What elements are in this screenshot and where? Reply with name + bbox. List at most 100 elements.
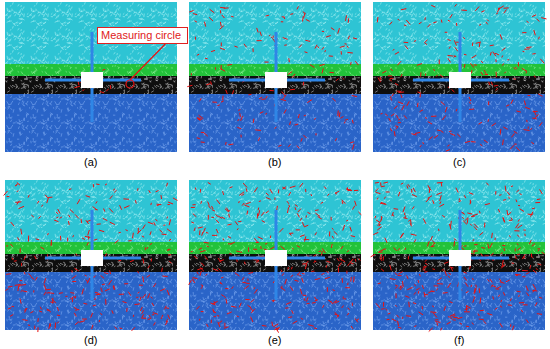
crack-segment [238,221,241,222]
crack-segment [221,42,222,46]
crack-segment [315,133,316,135]
crack-segment [227,312,232,314]
crack-segment [211,217,214,218]
crack-segment [398,122,401,123]
crack-segment [266,113,267,115]
crack-segment [459,201,461,202]
crack-segment [282,92,285,96]
crack-segment [443,292,448,294]
crack-segment [39,216,41,218]
crack-segment [539,122,542,126]
crack-segment [238,201,240,203]
crack-segment [290,286,293,290]
crack-segment [7,196,10,197]
crack-segment [284,110,286,114]
crack-segment [396,115,398,119]
crack-segment [78,82,80,85]
crack-segment [470,202,471,205]
crack-segment [297,6,299,9]
crack-segment [420,94,421,97]
crack-segment [444,262,448,264]
crack-segment [296,229,300,230]
model-panel [4,180,178,332]
crack-segment [454,40,456,45]
crack-segment [155,219,157,221]
crack-segment [488,119,490,122]
crack-segment [156,190,159,191]
crack-segment [435,319,438,320]
crack-segment [448,55,453,57]
crack-segment [69,188,71,190]
crack-segment [303,82,304,86]
crack-segment [437,182,443,183]
crack-segment [508,212,511,215]
crack-segment [34,256,36,259]
crack-segment [282,16,284,17]
crack-segment [381,202,386,204]
crack-segment [290,186,296,188]
crack-segment [338,28,340,33]
crack-segment [516,275,518,276]
crack-segment [540,59,544,64]
crack-segment [273,281,275,283]
crack-segment [208,202,210,206]
crack-segment [437,288,438,290]
crack-segment [333,289,335,291]
crack-segment [315,297,318,301]
leader-line [130,44,165,80]
crack-segment [506,280,510,282]
crack-segment [193,14,197,15]
crack-segment [261,212,264,216]
crack-segment [204,242,209,244]
crack-segment [348,308,350,310]
crack-segment [519,302,524,303]
crack-segment [211,320,212,323]
crack-segment [93,305,96,307]
crack-segment [75,322,79,325]
crack-segment [538,94,542,96]
crack-segment [24,272,26,274]
crack-segment [337,258,339,261]
crack-segment [467,306,471,308]
crack-segment [453,241,455,247]
crack-segment [523,51,525,53]
crack-segment [102,284,105,286]
crack-segment [291,267,293,270]
crack-segment [395,52,399,54]
crack-segment [433,313,437,318]
crack-segment [246,202,251,204]
crack-segment [39,311,42,312]
roadway-opening [449,72,471,88]
crack-segment [157,204,160,206]
crack-segment [262,221,265,223]
crack-segment [514,68,516,70]
crack-segment [285,307,288,308]
crack-segment [495,238,496,240]
crack-segment [459,198,460,200]
crack-segment [454,56,456,58]
crack-segment [355,201,357,206]
crack-segment [297,213,299,217]
crack-segment [306,297,308,301]
crack-segment [508,304,512,305]
crack-segment [31,277,34,280]
crack-segment [168,315,170,319]
crack-segment [93,207,98,210]
crack-segment [173,198,178,200]
crack-segment [350,259,354,264]
crack-segment [534,111,536,116]
crack-segment [30,311,33,313]
crack-segment [236,251,242,252]
crack-segment [518,219,519,221]
crack-segment [479,288,480,293]
crack-segment [536,268,537,270]
crack-segment [384,197,385,199]
crack-segment [197,54,199,55]
crack-segment [397,61,401,65]
crack-segment [448,58,451,62]
crack-segment [293,321,298,324]
crack-segment [302,273,305,275]
crack-segment [390,128,391,131]
crack-segment [123,198,129,199]
crack-segment [471,55,476,58]
